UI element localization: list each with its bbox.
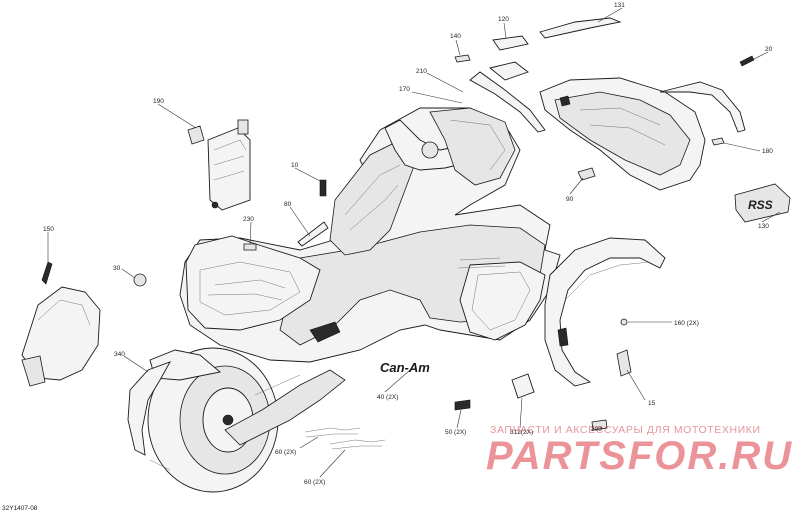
rear-mudguard (127, 361, 171, 456)
watermark-logo: PARTSFOR.RU (486, 434, 794, 478)
callout-170: 170 (399, 86, 410, 93)
callout-130: 130 (758, 223, 769, 230)
swing-arm (149, 349, 346, 446)
rear-panel (21, 261, 101, 387)
callout-10: 10 (291, 162, 299, 169)
callout-150: 150 (43, 226, 54, 233)
callout-120: 120 (498, 16, 509, 23)
front-fender (544, 237, 666, 387)
callout-40: 40 (2X) (377, 394, 398, 401)
callout-30: 30 (113, 265, 121, 272)
vehicle-body (179, 107, 561, 363)
callout-340: 340 (114, 351, 125, 358)
callout-labels: 131 120 140 20 210 170 190 180 10 90 130… (43, 2, 773, 486)
callout-20: 20 (765, 46, 773, 53)
front-nose-cover (539, 77, 706, 191)
rear-wheel (147, 347, 279, 493)
callout-312: 312(2X) (510, 429, 533, 436)
callout-230: 230 (243, 216, 254, 223)
callout-60-upper: 60 (2X) (275, 449, 296, 456)
document-id: 32Y1407-08 (2, 505, 38, 512)
windscreen-strip (539, 17, 622, 39)
brand-decal-text: Can-Am (380, 360, 430, 375)
callout-90: 90 (566, 196, 574, 203)
leader-lines (47, 7, 781, 478)
callout-80: 80 (284, 201, 292, 208)
callout-180: 180 (762, 148, 773, 155)
brand-decal: Can-Am (380, 360, 430, 375)
callout-60-lower: 60 (2X) (304, 479, 325, 486)
callout-190: 190 (153, 98, 164, 105)
watermark-tagline: ЗАПЧАСТИ И АКСЕССУАРЫ ДЛЯ МОТОТЕХНИКИ (490, 424, 761, 436)
callout-210: 210 (416, 68, 427, 75)
callout-300: 300 (591, 426, 602, 433)
callout-160: 160 (2X) (674, 320, 699, 327)
rss-badge: RSS (734, 183, 791, 223)
callout-15: 15 (648, 400, 656, 407)
rss-badge-text: RSS (748, 198, 773, 212)
electronics-box (207, 119, 251, 211)
callout-50: 50 (2X) (445, 429, 466, 436)
callout-131: 131 (614, 2, 625, 9)
script-decals (304, 427, 386, 450)
callout-140: 140 (450, 33, 461, 40)
small-decals (133, 35, 755, 431)
